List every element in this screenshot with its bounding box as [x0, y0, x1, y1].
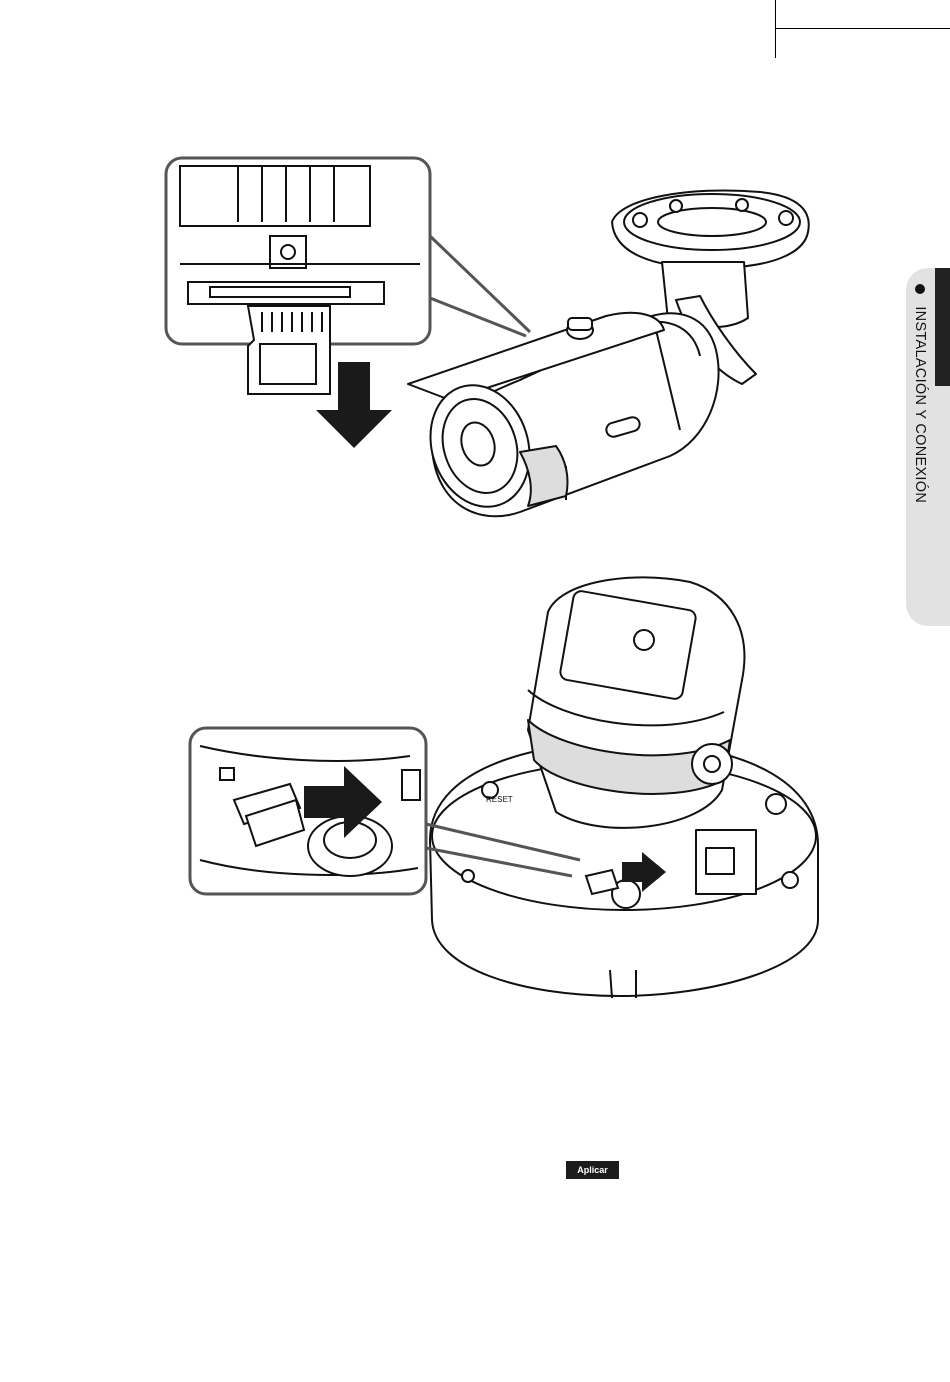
- apply-button[interactable]: Aplicar: [566, 1161, 619, 1179]
- dome-camera-illustration: RESET: [0, 560, 950, 1010]
- reset-label: RESET: [486, 795, 513, 804]
- bullet-camera-illustration: [0, 0, 950, 560]
